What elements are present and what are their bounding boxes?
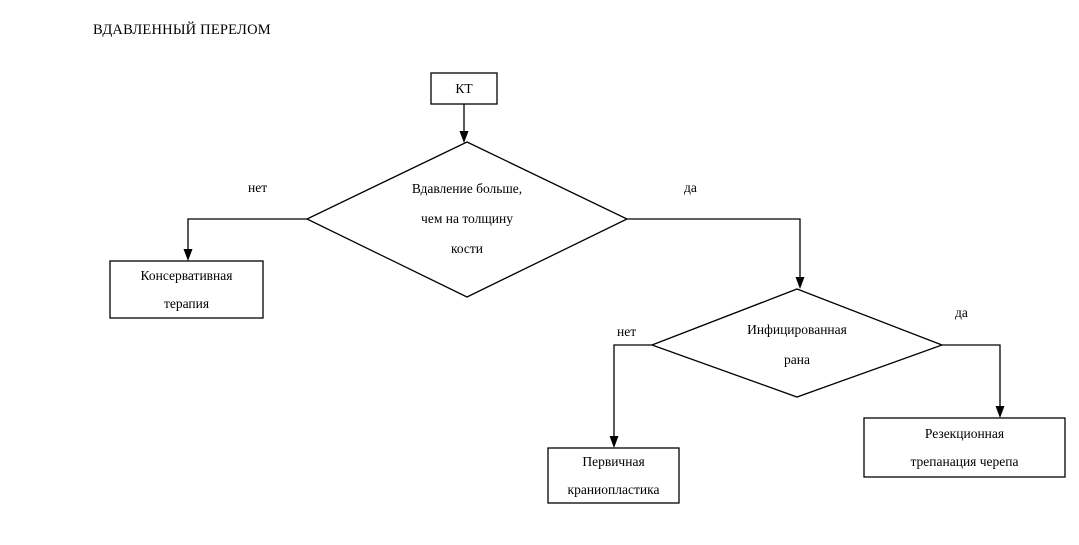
node-primary-cranioplasty-line-1: Первичная [582,453,645,469]
edge-infected-no-line [613,344,652,439]
node-primary-cranioplasty-line-2: краниопластика [567,481,660,497]
node-resection-trepanation-shape[interactable] [863,417,1066,478]
node-decision-infected-label: Инфицированная рана [692,313,902,377]
node-conservative-therapy-shape[interactable] [109,260,264,319]
edge-label-depression-no: нет [248,180,268,195]
node-decision-depression-line-3: кости [450,241,484,256]
node-primary-cranioplasty-shape[interactable] [547,447,680,504]
edge-depression-yes-arrowhead [795,277,805,289]
edge-depression-no-line [187,218,307,252]
edge-depression-no-arrowhead [183,249,193,261]
edge-kt-to-decision-arrowhead [459,131,469,143]
node-decision-infected-line-1: Инфицированная [747,322,847,337]
node-decision-depression-label: Вдавление больше, чем на толщину кости [347,171,587,267]
node-conservative-therapy-line-1: Консервативная [140,267,233,283]
page-title: ВДАВЛЕННЫЙ ПЕРЕЛОМ [93,22,271,38]
node-kt-line-1: КТ [455,80,473,96]
node-resection-trepanation-line-1: Резекционная [924,425,1005,441]
node-resection-trepanation-line-2: трепанация черепа [910,453,1019,469]
node-resection-trepanation-label: Резекционная трепанация черепа [864,418,1065,477]
edge-label-depression-yes: да [684,180,697,195]
edge-infected-yes-line [942,344,1001,409]
node-conservative-therapy-label: Консервативная терапия [110,261,263,318]
node-decision-depression-shape[interactable] [305,141,629,298]
node-primary-cranioplasty-label: Первичная краниопластика [548,448,679,503]
edge-infected-yes-arrowhead [995,406,1005,418]
node-decision-depression-line-1: Вдавление больше, [411,181,523,196]
node-decision-infected-line-2: рана [784,352,810,367]
edge-label-infected-no: нет [617,324,637,339]
edge-infected-no-arrowhead [609,436,619,448]
edge-depression-yes-line [627,218,801,280]
node-decision-depression-line-2: чем на толщину [421,211,513,226]
node-kt-label: КТ [431,73,497,104]
node-decision-infected-shape[interactable] [650,288,944,398]
edge-label-infected-yes: да [955,305,968,320]
node-conservative-therapy-line-2: терапия [163,295,210,311]
